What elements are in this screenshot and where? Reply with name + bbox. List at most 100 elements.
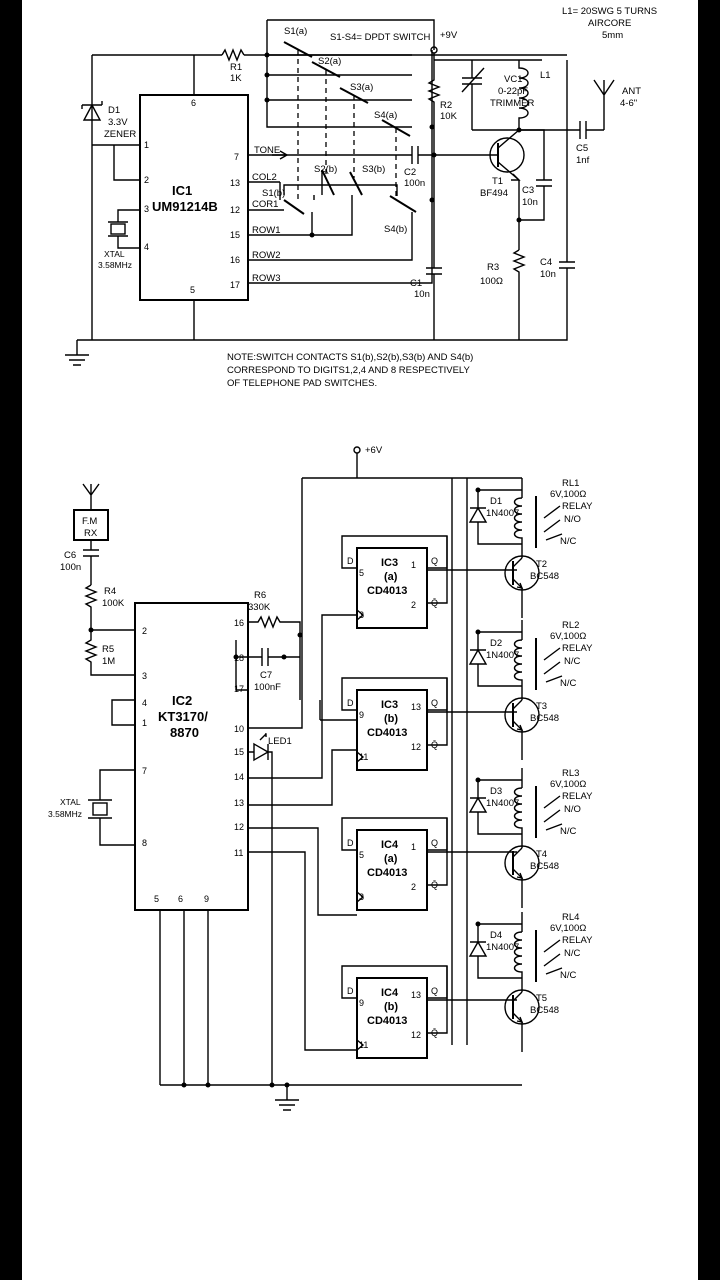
relay-rating: 6V,100Ω [550,779,586,790]
resistor-r2: R2 10K [427,60,458,158]
relay-contact-2: N/C [560,536,577,547]
svg-text:R6: R6 [254,590,266,601]
switch-s3b: S3(b) [349,164,385,196]
zener-d1: D1 3.3V ZENER [81,101,136,140]
relay-rating: 6V,100Ω [550,631,586,642]
svg-text:S2(b): S2(b) [314,164,337,175]
circuit-diagram: D1 3.3V ZENER IC1 UM91214B 6 1 2 3 4 5 7… [48,6,657,1111]
ff-sub: (b) [384,1001,398,1013]
relay-contact-1: N/O [564,804,581,815]
ff-pin-clk: 3 [359,892,364,902]
svg-text:S2(a): S2(a) [318,56,341,67]
receiver-circuit: +6V F.M RX C6 100n R4 100K R5 1M IC2 KT3… [48,445,593,1111]
svg-text:RX: RX [84,528,98,539]
svg-text:6: 6 [178,894,183,904]
svg-text:15: 15 [230,230,240,240]
ff-pin-qb: 12 [411,742,421,752]
svg-text:14: 14 [234,772,244,782]
d1-type: ZENER [104,129,136,140]
svg-text:13: 13 [230,178,240,188]
ff-part: CD4013 [367,867,407,879]
capacitor-c4: C4 10n [540,60,575,341]
diode-part: 1N4007 [486,798,519,809]
crystal-top: XTAL 3.58MHz [98,209,140,270]
svg-text:OF TELEPHONE PAD SWITCHES.: OF TELEPHONE PAD SWITCHES. [227,378,377,389]
svg-text:C6: C6 [64,550,76,561]
relay-contact-1: N/C [564,948,581,959]
switch-note: S1-S4= DPDT SWITCH [330,32,431,43]
svg-text:4: 4 [144,242,149,252]
ff-pin-q: 13 [411,702,421,712]
capacitor-c5: C5 1nf [567,121,604,166]
ff-d-label: D [347,838,354,848]
relay-ref: RL1 [562,478,579,489]
ff-ref: IC3 [381,699,398,711]
transistor-ref: T2 [536,559,547,570]
ic1-ref: IC1 [172,183,192,198]
transistor-part: BC548 [530,713,559,724]
ff-pin-d: 9 [359,710,364,720]
relay-contact-1: N/O [564,514,581,525]
svg-text:1M: 1M [102,656,115,667]
relay-type: RELAY [562,791,593,802]
ff-pin-q: 1 [411,560,416,570]
d1-ref: D1 [108,105,120,116]
svg-text:R3: R3 [487,262,499,273]
svg-text:100n: 100n [60,562,81,573]
ff-pin-q: 1 [411,842,416,852]
ff-sub: (a) [384,571,398,583]
relay-contact-2: N/C [560,826,577,837]
svg-text:S1(a): S1(a) [284,26,307,37]
svg-text:T1: T1 [492,176,503,187]
crystal-bottom: XTAL 3.58MHz [48,769,135,846]
svg-text:4: 4 [142,698,147,708]
svg-text:LED1: LED1 [268,736,292,747]
svg-text:100n: 100n [404,178,425,189]
diode-ref: D3 [490,786,502,797]
ff-pin-d: 5 [359,568,364,578]
relay-rating: 6V,100Ω [550,489,586,500]
led-1: LED1 [248,733,292,1085]
transistor-ref: T5 [536,993,547,1004]
resistor-r6: R6 330K [248,590,301,700]
svg-text:1K: 1K [230,73,242,84]
svg-text:100Ω: 100Ω [480,276,503,287]
svg-text:17: 17 [230,280,240,290]
svg-text:7: 7 [142,766,147,776]
capacitor-c7: C7 100nF [235,640,300,693]
supply-6v: +6V [353,445,383,478]
relay-contact-1: N/C [564,656,581,667]
ff-ref: IC4 [381,839,399,851]
svg-text:L1: L1 [540,70,551,81]
svg-text:10n: 10n [522,197,538,208]
ic2-chip: IC2 KT3170/ 8870 2 3 4 1 7 8 16 18 17 10… [134,602,249,911]
svg-text:ROW2: ROW2 [252,250,281,261]
svg-text:COR1: COR1 [252,199,278,210]
ff-sub: (a) [384,853,398,865]
supply-9v: +9V [440,30,458,41]
svg-text:C5: C5 [576,143,588,154]
d1-value: 3.3V [108,117,128,128]
svg-text:TONE: TONE [254,145,280,156]
resistor-r3: R3 100Ω [480,249,526,340]
svg-text:18: 18 [234,653,244,663]
ff-ref: IC3 [381,557,398,569]
svg-text:R2: R2 [440,100,452,111]
svg-text:17: 17 [234,684,244,694]
transistor-part: BC548 [530,1005,559,1016]
svg-text:R5: R5 [102,644,114,655]
svg-text:0-22pF: 0-22pF [498,86,528,97]
switch-s4b: S4(b) [384,195,417,235]
svg-text:2: 2 [144,175,149,185]
svg-text:3.58MHz: 3.58MHz [48,809,82,819]
svg-text:3: 3 [144,204,149,214]
diode-part: 1N4007 [486,508,519,519]
svg-text:12: 12 [230,205,240,215]
trimmer-vc1: VC1 0-22pF TRIMMER [461,60,534,130]
transmitter-circuit: D1 3.3V ZENER IC1 UM91214B 6 1 2 3 4 5 7… [65,6,657,389]
resistor-r5: R5 1M [84,630,135,676]
svg-text:S4(a): S4(a) [374,110,397,121]
